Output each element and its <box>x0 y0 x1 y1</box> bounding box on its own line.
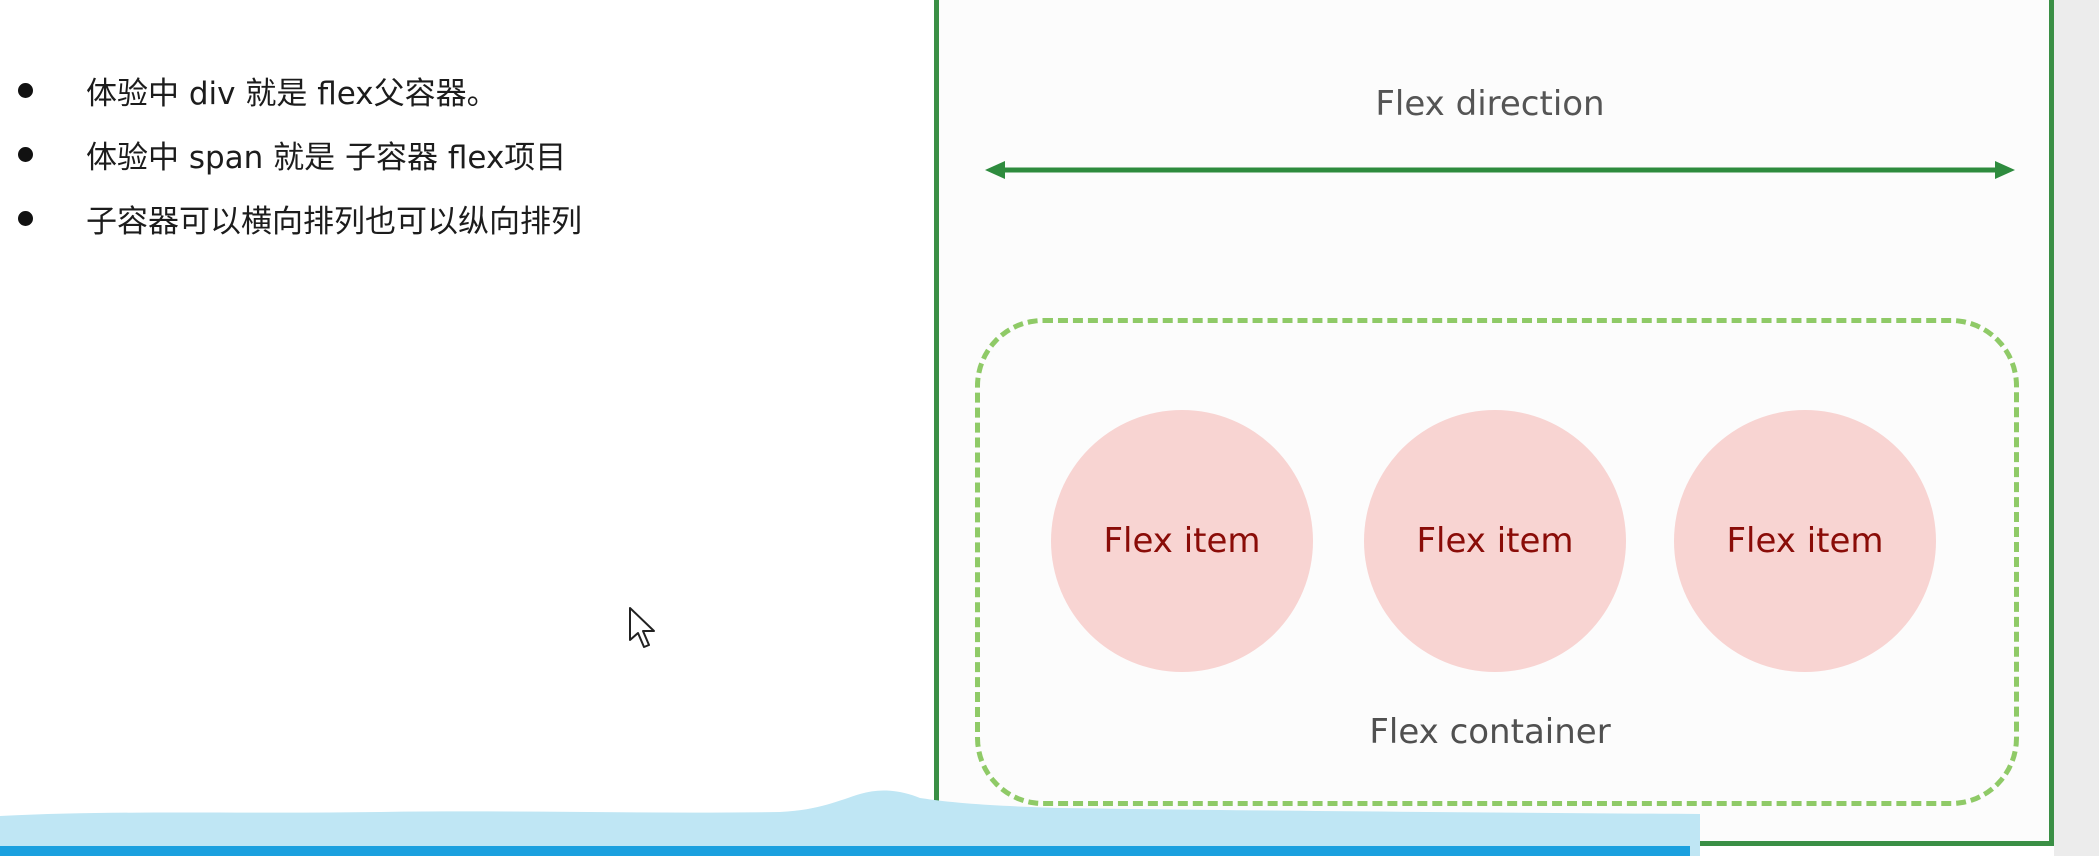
flex-item-label: Flex item <box>1726 521 1884 561</box>
flex-container-outline <box>975 318 2019 806</box>
window-edge <box>2054 0 2099 856</box>
bullet-list: 体验中 div 就是 flex父容器。 体验中 span 就是 子容器 flex… <box>18 58 582 250</box>
bullet-text: 体验中 span 就是 子容器 flex项目 <box>86 139 567 176</box>
bottom-accent-bar <box>0 846 1690 856</box>
bullet-item: 体验中 div 就是 flex父容器。 <box>18 58 582 122</box>
flex-item-label: Flex item <box>1103 521 1261 561</box>
flex-container-label: Flex container <box>1369 712 1611 752</box>
flex-item-circle: Flex item <box>1674 410 1936 672</box>
flex-item-circle: Flex item <box>1364 410 1626 672</box>
water-decoration <box>0 790 1700 856</box>
bullet-item: 体验中 span 就是 子容器 flex项目 <box>18 122 582 186</box>
flex-item-circle: Flex item <box>1051 410 1313 672</box>
bullet-dot-icon <box>18 82 33 98</box>
bullet-text: 子容器可以横向排列也可以纵向排列 <box>86 203 582 240</box>
bullet-dot-icon <box>18 210 33 226</box>
double-headed-arrow-icon <box>985 161 2015 179</box>
bullet-dot-icon <box>18 146 33 162</box>
bullet-item: 子容器可以横向排列也可以纵向排列 <box>18 186 582 250</box>
mouse-pointer-icon <box>629 607 655 648</box>
bullet-text: 体验中 div 就是 flex父容器。 <box>86 75 498 112</box>
flex-item-label: Flex item <box>1416 521 1574 561</box>
flex-direction-label: Flex direction <box>1375 84 1605 124</box>
